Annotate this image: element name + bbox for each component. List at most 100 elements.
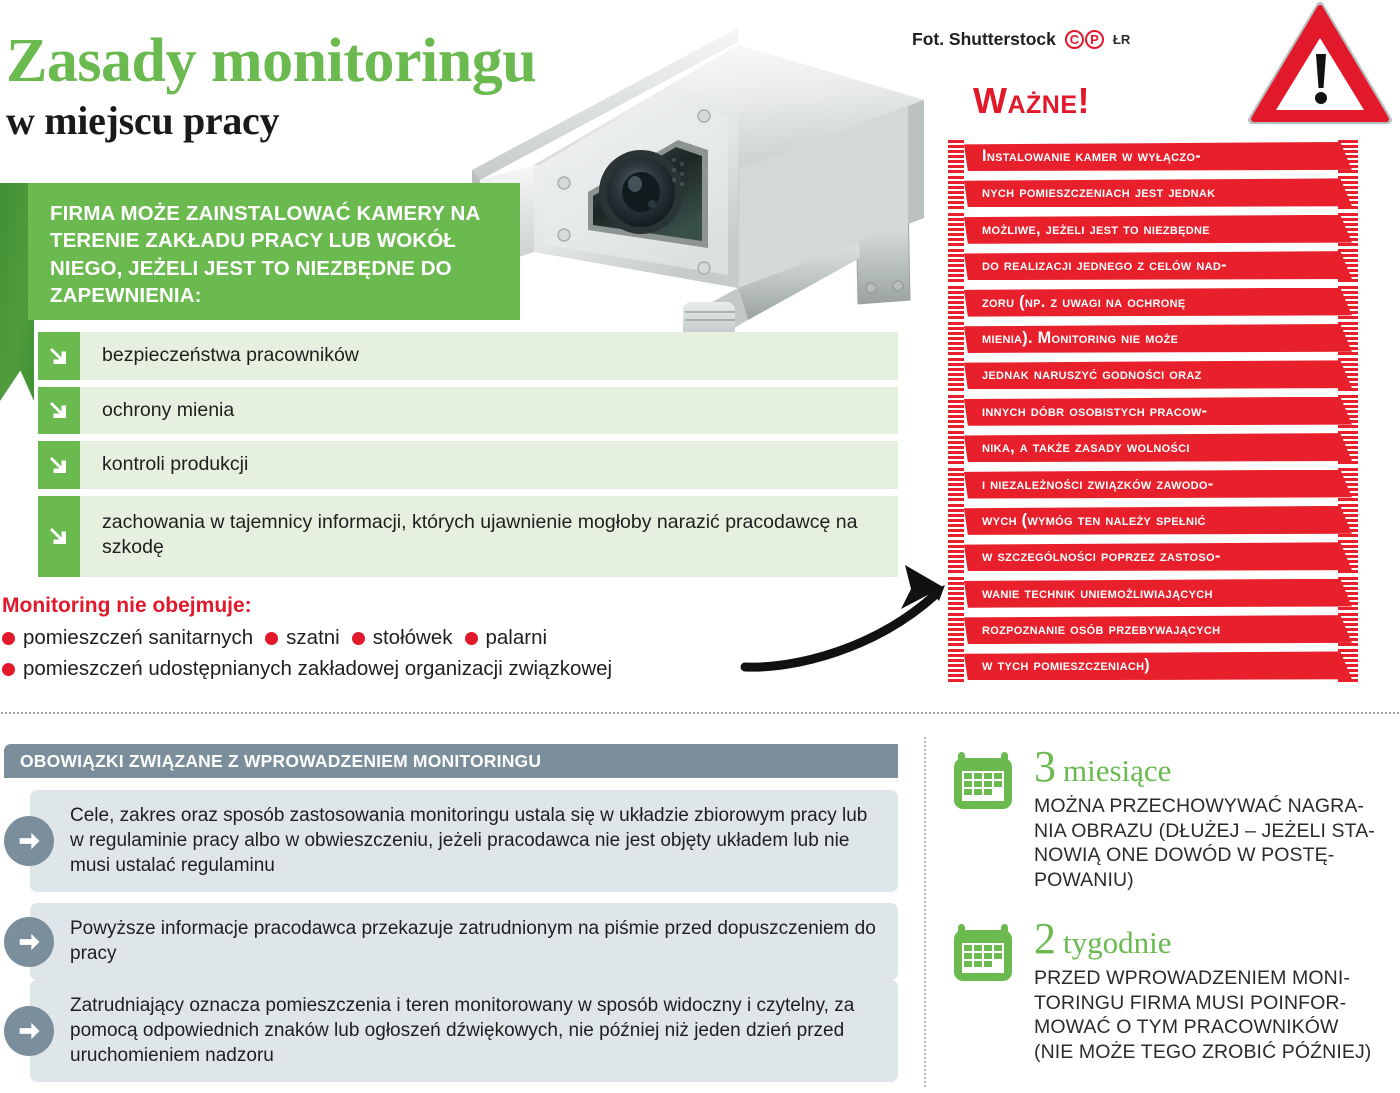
brush-edge-right [1338, 576, 1358, 610]
band-row: Instalowanie kamer w wyłączo- [948, 138, 1358, 174]
band-row: jednak naruszyć godności oraz [948, 356, 1358, 392]
duty-text: Cele, zakres oraz sposób zastosowania mo… [30, 790, 898, 893]
list-item: kontroli produkcji [38, 441, 898, 489]
brush-edge-left [948, 540, 964, 574]
list-item: bezpieczeństwa pracowników [38, 332, 898, 380]
band-row: nych pomieszczeniach jest jednak [948, 174, 1358, 210]
brush-edge-right [1338, 649, 1358, 683]
arrow-down-right-icon [38, 332, 80, 380]
band-text: do realizacji jednego z celów nad- [982, 256, 1227, 275]
deadline-line: MOWAĆ O TYM PRACOWNIKÓW [1034, 1016, 1339, 1039]
exclusion-item: palarni [485, 626, 548, 649]
brush-edge-right [1338, 467, 1358, 501]
brush-edge-left [948, 431, 964, 465]
horizontal-divider [0, 712, 1400, 714]
band-text: w tych pomieszczeniach) [982, 656, 1151, 675]
page-subtitle: w miejscu pracy [6, 98, 280, 143]
exclusion-item: stołówek [372, 626, 453, 649]
deadline-line: NOWIĄ ONE DOWÓD W POSTĘ- [1034, 844, 1335, 867]
band-row: zoru (np. z uwagi na ochronę [948, 284, 1358, 320]
important-bands: Instalowanie kamer w wyłączo- nych pomie… [948, 138, 1358, 684]
exclusions-line-2: pomieszczeń udostępnianych zakładowej or… [2, 657, 612, 682]
band-text: wanie technik uniemożliwiających [982, 583, 1213, 602]
band-row: w szczególności poprzez zastoso- [948, 538, 1358, 574]
duty-item: Zatrudniający oznacza pomieszczenia i te… [4, 980, 898, 1083]
list-item-label: zachowania w tajemnicy informacji, który… [80, 495, 898, 577]
deadline-unit: miesiące [1063, 753, 1172, 788]
arrow-down-right-icon [38, 441, 80, 489]
band-text: nika, a także zasady wolności [982, 438, 1190, 457]
band-row: do realizacji jednego z celów nad- [948, 247, 1358, 283]
brush-edge-left [948, 249, 964, 283]
brush-edge-right [1338, 394, 1358, 428]
band-row: wych (wymóg ten należy spełnić [948, 502, 1358, 538]
brush-edge-left [948, 285, 964, 319]
deadline-number: 2 [1034, 914, 1056, 963]
deadline-unit: tygodnie [1063, 925, 1172, 960]
duty-text: Zatrudniający oznacza pomieszczenia i te… [30, 980, 898, 1083]
deadline-line: NIA OBRAZU (DŁUŻEJ – JEŻELI STA- [1034, 819, 1375, 842]
brush-edge-left [948, 321, 964, 355]
deadline-line: POWANIU) [1034, 868, 1134, 891]
brush-edge-left [948, 649, 964, 683]
band-text: mienia). Monitoring nie może [982, 328, 1179, 347]
purposes-list: bezpieczeństwa pracowników ochrony mieni… [38, 332, 898, 584]
band-text: Instalowanie kamer w wyłączo- [982, 147, 1201, 165]
brush-edge-left [948, 394, 964, 428]
duty-text: Powyższe informacje pracodawca przekazuj… [30, 903, 898, 981]
band-text: wych (wymóg ten należy spełnić [982, 510, 1206, 529]
arrow-down-right-icon [38, 386, 80, 435]
exclusion-item: pomieszczeń udostępnianych zakładowej or… [23, 657, 613, 680]
vertical-divider [924, 736, 926, 1088]
brush-edge-left [948, 503, 964, 537]
brush-edge-right [1338, 540, 1358, 574]
brush-edge-left [948, 576, 964, 610]
duty-item: Cele, zakres oraz sposób zastosowania mo… [4, 790, 898, 893]
exclusion-item: szatni [286, 626, 340, 649]
deadline-line: PRZED WPROWADZENIEM MONI- [1034, 967, 1350, 989]
ribbon-banner [28, 183, 520, 320]
calendar-icon [952, 749, 1014, 811]
brush-edge-right [1338, 140, 1358, 173]
bullet-dot-icon [265, 631, 279, 645]
duties-section-header: OBOWIĄZKI ZWIĄZANE Z WPROWADZENIEM MONIT… [4, 744, 898, 778]
band-row: i niezależności związków zawodo- [948, 466, 1358, 502]
band-text: i niezależności związków zawodo- [982, 474, 1214, 493]
band-text: innych dóbr osobistych pracow- [982, 401, 1208, 420]
deadline-line: (NIE MOŻE TEGO ZROBIĆ PÓŹNIEJ) [1034, 1040, 1372, 1063]
deadline-line: MOŻNA PRZECHOWYWAĆ NAGRA- [1034, 795, 1365, 817]
brush-edge-left [948, 467, 964, 501]
copyright-icon: C [1064, 30, 1084, 49]
list-item: ochrony mienia [38, 386, 898, 435]
photo-credit-text: Fot. Shutterstock [912, 29, 1056, 49]
list-item: zachowania w tajemnicy informacji, który… [38, 495, 898, 577]
band-row: innych dóbr osobistych pracow- [948, 393, 1358, 429]
band-text: rozpoznanie osób przebywających [982, 620, 1221, 639]
deadline-block: 3 miesiące MOŻNA PRZECHOWYWAĆ NAGRA- NIA… [952, 745, 1392, 892]
band-row: mienia). Monitoring nie może [948, 320, 1358, 356]
brush-edge-left [948, 358, 964, 392]
bullet-dot-icon [464, 631, 478, 645]
curved-arrow-icon [735, 545, 965, 685]
deadline-block: 2 tygodnie PRZED WPROWADZENIEM MONI- TOR… [952, 917, 1392, 1064]
band-text: jednak naruszyć godności oraz [982, 365, 1202, 384]
band-text: w szczególności poprzez zastoso- [982, 547, 1221, 566]
brush-edge-right [1338, 503, 1358, 537]
band-text: zoru (np. z uwagi na ochronę [982, 292, 1186, 311]
band-row: możliwe, jeżeli jest to niezbędne [948, 211, 1358, 247]
arrow-right-circle-icon [4, 1006, 54, 1057]
bullet-dot-icon [2, 662, 15, 676]
important-heading: Ważne! [973, 80, 1091, 121]
brush-edge-left [948, 176, 964, 210]
band-row: wanie technik uniemożliwiających [948, 575, 1358, 611]
deadline-line: TORINGU FIRMA MUSI POINFOR- [1034, 991, 1347, 1014]
brush-edge-right [1338, 285, 1358, 319]
list-item-label: ochrony mienia [80, 386, 898, 435]
warning-triangle-icon [1248, 2, 1392, 126]
deadline-heading: 3 miesiące [1034, 745, 1392, 789]
list-item-label: bezpieczeństwa pracowników [80, 332, 898, 380]
copyright-marks: C P [1064, 30, 1104, 49]
bullet-dot-icon [2, 631, 15, 645]
brush-edge-right [1338, 212, 1358, 246]
